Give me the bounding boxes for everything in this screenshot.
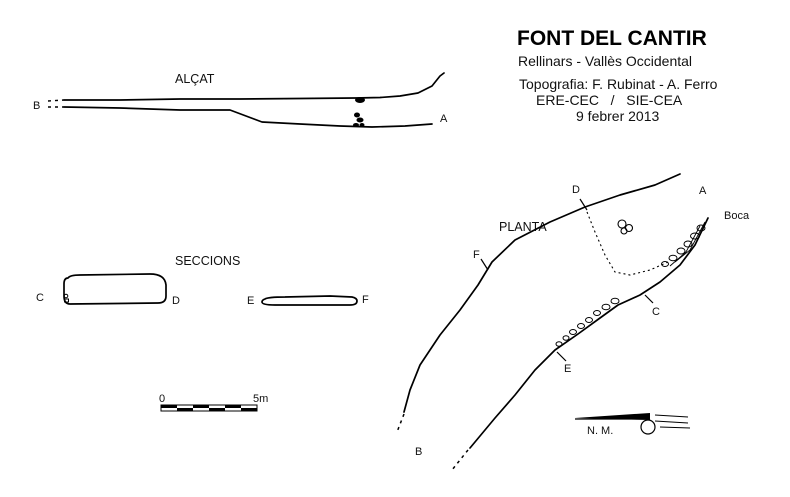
plan-tick-c — [644, 294, 654, 304]
survey-date: 9 febrer 2013 — [576, 108, 659, 124]
plan-label-a: A — [699, 185, 707, 197]
elevation-open-end-top — [47, 99, 65, 102]
scale-label-five: 5m — [253, 393, 268, 405]
plan-label-e: E — [564, 363, 571, 375]
plan-tick-f — [480, 258, 489, 271]
north-label: N. M. — [587, 425, 613, 437]
plan-label-c: C — [652, 306, 660, 318]
plan-tick-d — [579, 198, 588, 211]
section-label-c: C — [36, 292, 44, 304]
section-c-d — [63, 273, 167, 305]
elevation-title: ALÇAT — [175, 72, 215, 86]
plan-label-boca: Boca — [724, 210, 750, 222]
elevation-view: ALÇAT B A — [33, 72, 448, 128]
plan-label-d: D — [572, 184, 580, 196]
section-label-d: D — [172, 295, 180, 307]
plan-upper-wall — [403, 173, 681, 413]
plan-wall-boulders — [555, 297, 620, 347]
plan-lower-wall — [469, 217, 709, 449]
section-label-e: E — [247, 295, 254, 307]
elevation-label-a: A — [440, 113, 448, 125]
section-e-f — [261, 295, 358, 306]
plan-entrance-boulders — [661, 221, 706, 267]
plan-lower-open-end — [451, 449, 469, 471]
sections-title: SECCIONS — [175, 254, 240, 268]
elevation-ceiling — [63, 72, 445, 101]
plan-chamber-outline — [586, 211, 669, 276]
plan-upper-open-end — [396, 413, 405, 433]
sections-view: SECCIONS C D E F — [36, 254, 369, 307]
plan-label-b: B — [415, 446, 422, 458]
plan-tick-e — [556, 351, 567, 362]
section-label-f: F — [362, 294, 369, 306]
plan-boulder-cluster — [617, 219, 634, 235]
plan-label-f: F — [473, 249, 480, 261]
elevation-label-b: B — [33, 100, 40, 112]
scale-bar: 0 5m — [159, 393, 268, 412]
scale-label-zero: 0 — [159, 393, 165, 405]
survey-groups: ERE-CEC / SIE-CEA — [536, 92, 683, 108]
north-arrow: N. M. — [575, 413, 691, 437]
survey-location: Rellinars - Vallès Occidental — [518, 53, 692, 69]
plan-view: PLANTA A Boca D F C E B — [396, 173, 750, 471]
section-c-d-rock-fill — [63, 293, 69, 303]
survey-title: FONT DEL CANTIR — [517, 27, 707, 50]
survey-topography-credit: Topografia: F. Rubinat - A. Ferro — [519, 76, 718, 92]
elevation-floor — [63, 106, 433, 128]
elevation-rock-fill — [353, 97, 365, 127]
